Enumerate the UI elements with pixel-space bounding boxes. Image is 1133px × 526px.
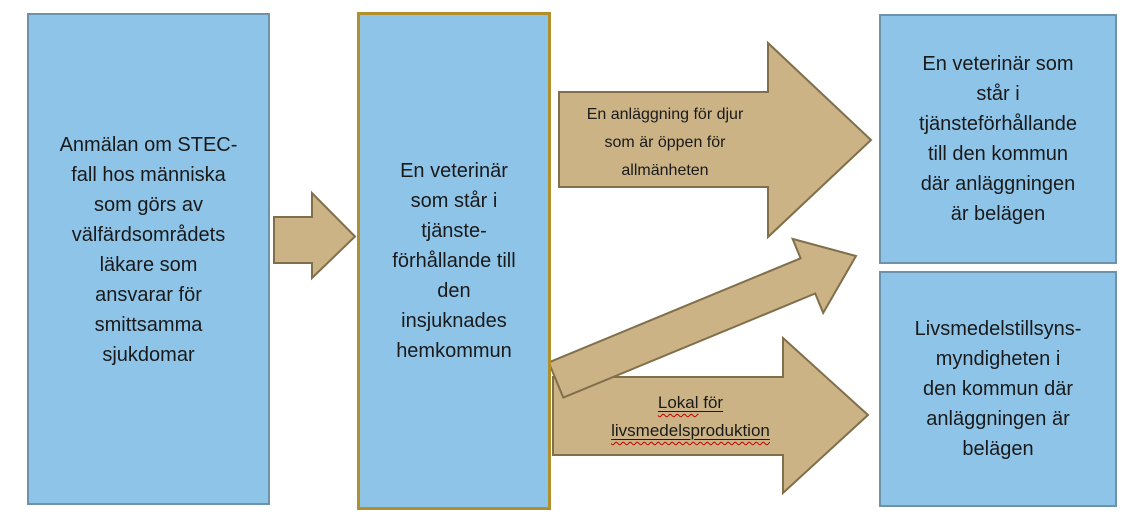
arrow-animal-facility-icon — [558, 40, 873, 240]
arrow-animal-facility-label: En anläggning för djur som är öppen för … — [560, 101, 770, 185]
text-line: som är öppen för — [604, 134, 726, 151]
misspelled-word: Lokal — [657, 393, 699, 412]
arrow-food-premises-label: Lokal för livsmedelsproduktion — [558, 389, 823, 445]
label-word: för — [698, 393, 724, 412]
text-line: välfärdsområdets — [71, 224, 226, 246]
box-home-municipality-vet: En veterinär som står i tjänste- förhåll… — [357, 12, 551, 510]
text-line: myndigheten i — [935, 348, 1061, 370]
box-stec-report-text: Anmälan om STEC- fall hos människa som g… — [60, 130, 238, 370]
box-facility-municipality-vet: En veterinär som står i tjänsteförhållan… — [879, 14, 1117, 264]
text-line: läkare som — [99, 254, 198, 276]
text-line: till den kommun — [927, 143, 1069, 165]
text-line: står i — [976, 83, 1020, 105]
text-line: där anläggningen — [920, 173, 1076, 195]
text-line: tjänste- — [421, 220, 487, 242]
arrow-report-to-home-vet-icon — [273, 190, 357, 281]
text-line: som står i — [410, 190, 498, 212]
box-food-control-authority-text: Livsmedelstillsyns- myndigheten i den ko… — [915, 314, 1082, 464]
misspelled-word: livsmedelsproduktion — [611, 421, 770, 440]
text-line: sjukdomar — [102, 344, 195, 366]
text-line: den kommun där — [922, 378, 1074, 400]
box-facility-municipality-vet-text: En veterinär som står i tjänsteförhållan… — [919, 49, 1077, 229]
text-line: allmänheten — [621, 162, 709, 179]
text-line: insjuknades — [401, 310, 507, 332]
text-line: förhållande till — [392, 250, 516, 272]
text-line: En veterinär som — [922, 53, 1074, 75]
box-home-municipality-vet-text: En veterinär som står i tjänste- förhåll… — [392, 156, 515, 366]
text-line: En veterinär — [400, 160, 508, 182]
text-line: livsmedelsproduktion — [558, 417, 823, 445]
text-line: ansvarar för — [95, 284, 202, 306]
text-line: En anläggning för djur — [586, 106, 744, 123]
arrow-diagonal-to-facility-vet-icon — [547, 237, 858, 399]
text-line: är belägen — [950, 203, 1046, 225]
box-food-control-authority: Livsmedelstillsyns- myndigheten i den ko… — [879, 271, 1117, 507]
text-line: den — [437, 280, 471, 302]
text-line: Anmälan om STEC- — [59, 134, 238, 156]
text-line: Lokal för — [558, 389, 823, 417]
text-line: tjänsteförhållande — [919, 113, 1077, 135]
text-line: fall hos människa — [71, 164, 226, 186]
text-line: som görs av — [94, 194, 203, 216]
text-line: belägen — [962, 438, 1034, 460]
arrow-food-premises-icon — [552, 335, 870, 496]
text-line: Livsmedelstillsyns- — [914, 318, 1082, 340]
text-line: hemkommun — [396, 340, 512, 362]
text-line: anläggningen är — [926, 408, 1070, 430]
box-stec-report: Anmälan om STEC- fall hos människa som g… — [27, 13, 270, 505]
text-line: smittsamma — [94, 314, 203, 336]
